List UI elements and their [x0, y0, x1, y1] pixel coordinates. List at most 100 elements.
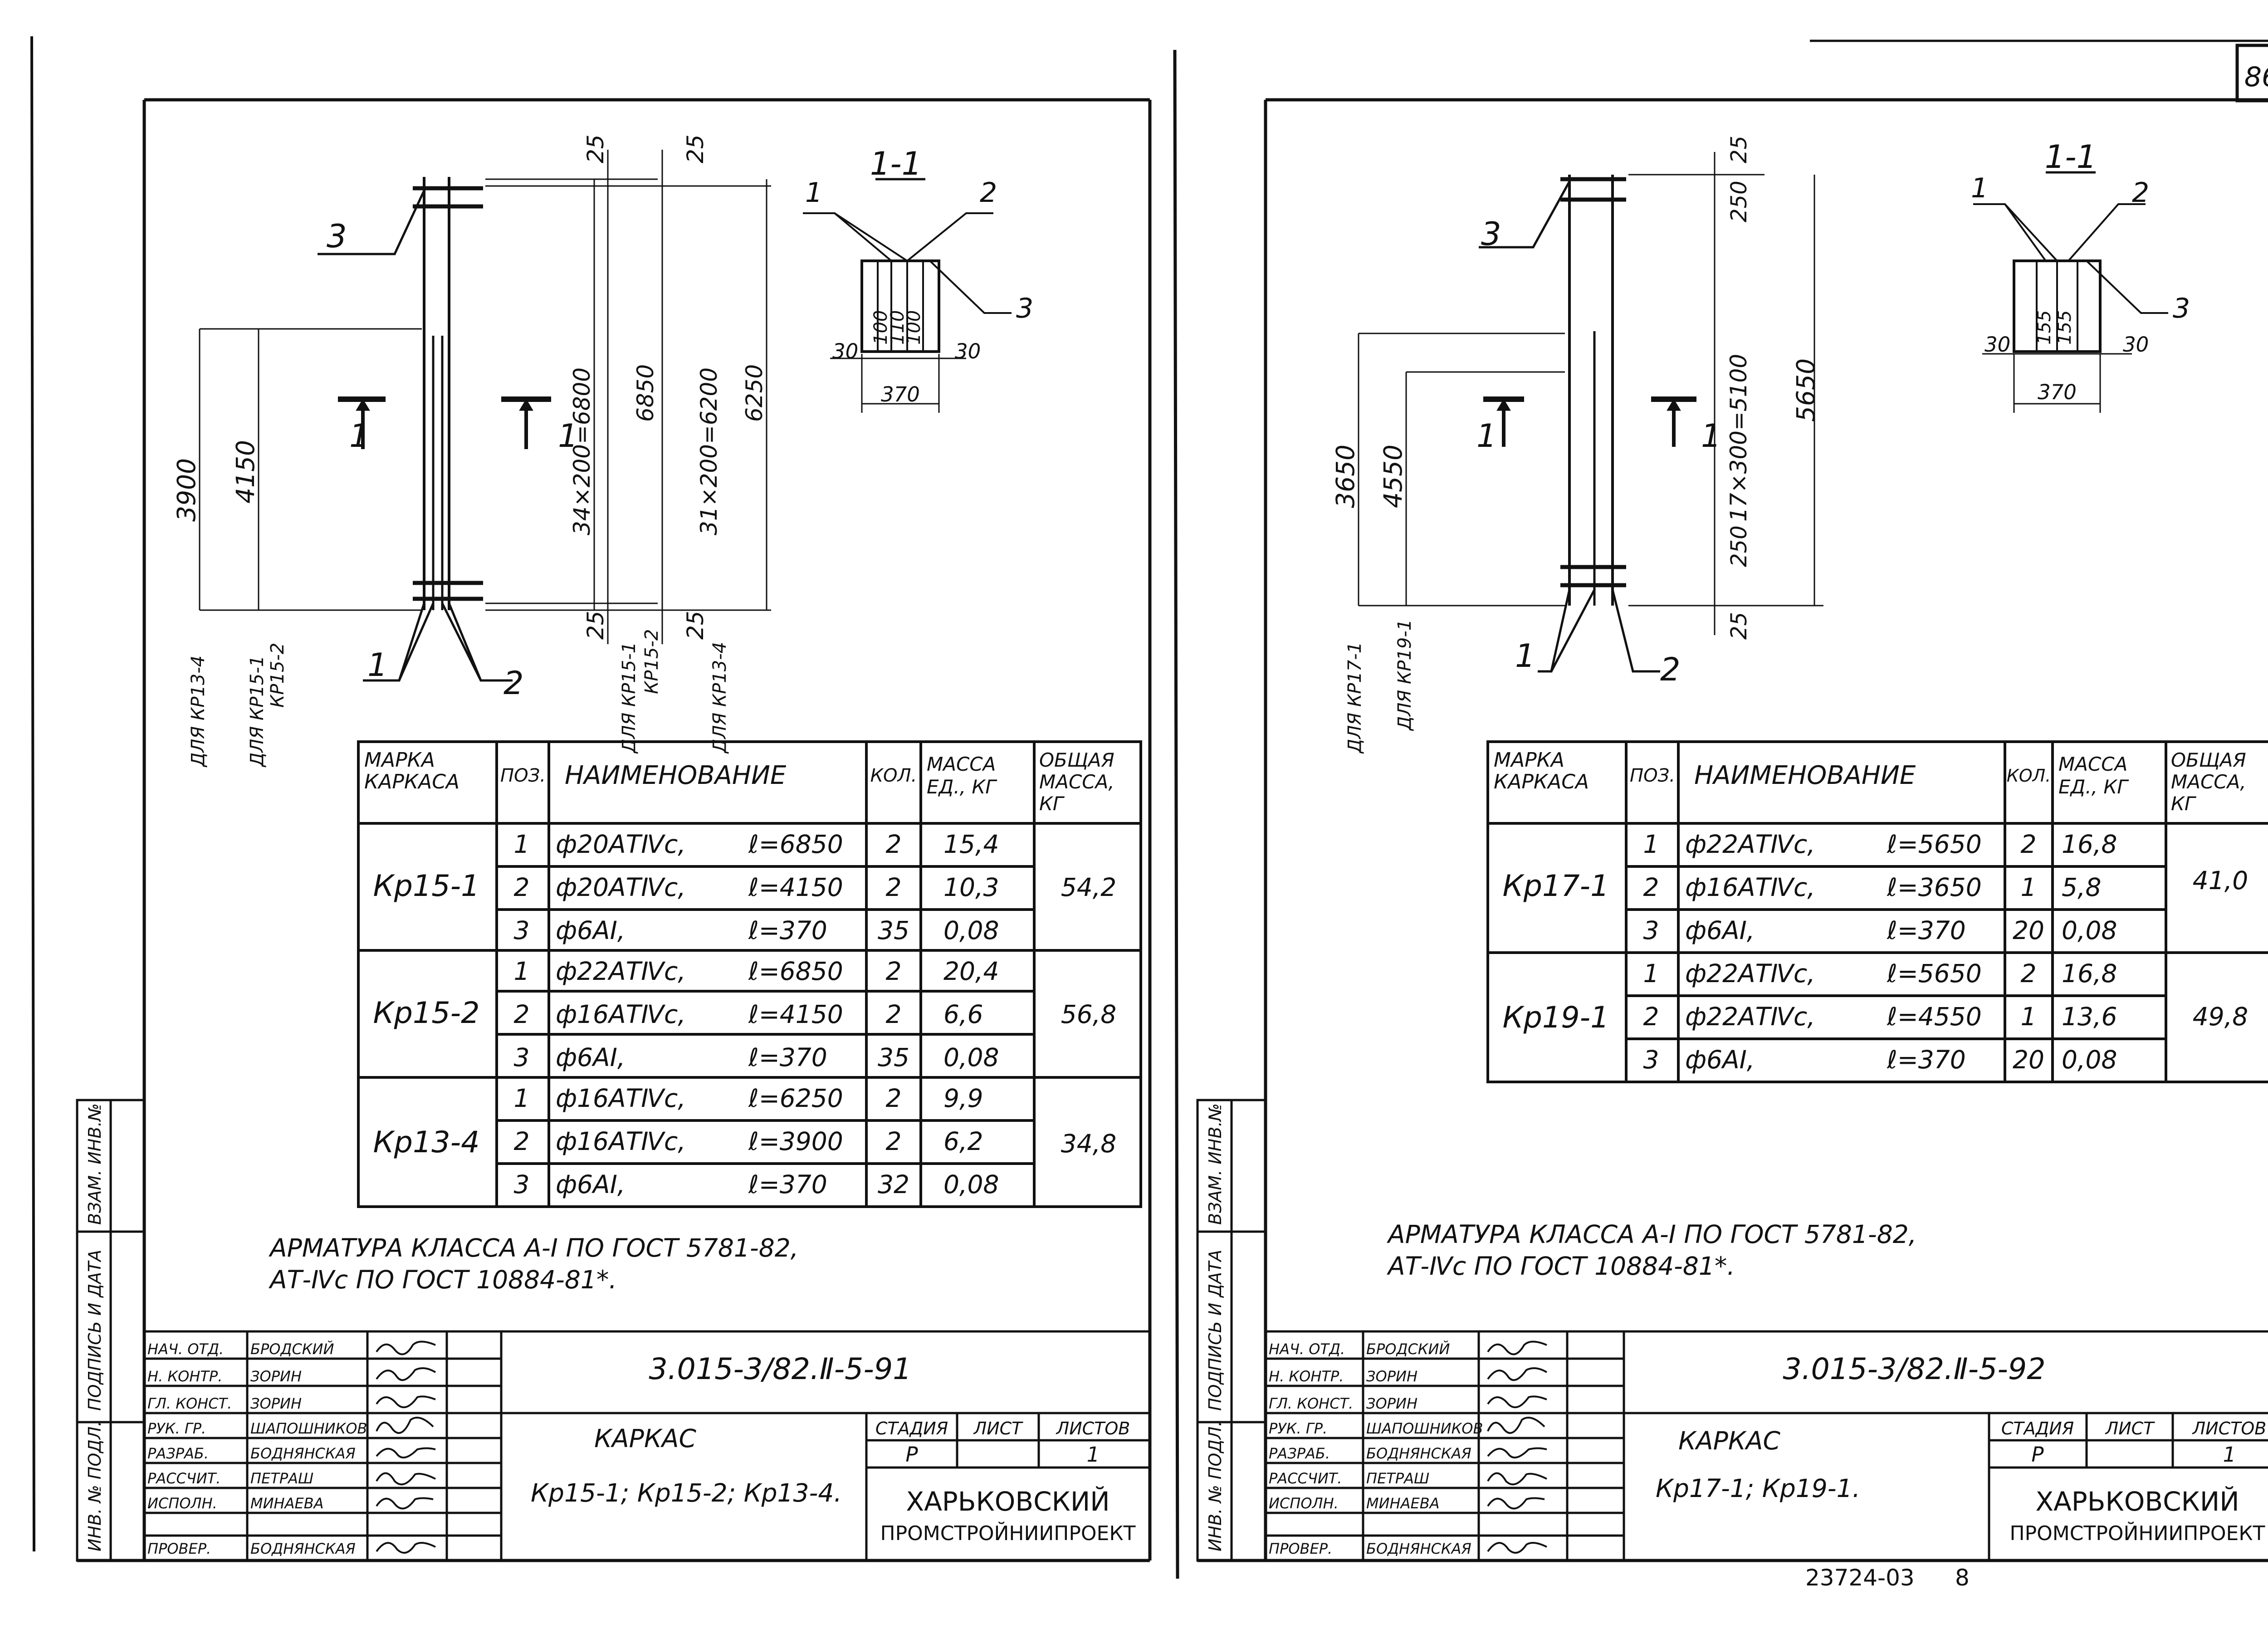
left-r2-qty-2: 2 [886, 1000, 902, 1029]
left-r3-total: 34,8 [1061, 1129, 1116, 1158]
left-stamp-stage: Р [905, 1443, 918, 1467]
right-dim-5650: 5650 [1791, 358, 1820, 422]
left-r1-len-2: ℓ=4150 [748, 873, 843, 902]
right-r1-mass-3: 0,08 [2062, 916, 2117, 945]
right-stamp-object: КАРКАС [1678, 1426, 1781, 1455]
left-dim-3900: 3900 [172, 458, 201, 522]
right-person-role-4: РУК. ГР. [1269, 1420, 1327, 1437]
right-r1-qty-3: 20 [2013, 916, 2044, 945]
right-r2-len-1: ℓ=5650 [1887, 959, 1982, 988]
left-side-label-4: ДЛЯ КР15-1 [619, 642, 640, 754]
left-r1-mass-1: 15,4 [943, 830, 999, 859]
right-r2-pos-2: 2 [1643, 1002, 1659, 1031]
left-header-name: НАИМЕНОВАНИЕ [565, 761, 786, 790]
right-person-name-6: ПЕТРАШ [1366, 1470, 1429, 1487]
right-r2-mass-1: 16,8 [2062, 959, 2117, 988]
left-person-role-2: Н. КОНТР. [147, 1368, 222, 1385]
right-stamp-org1: ХАРЬКОВСКИЙ [2035, 1486, 2239, 1517]
left-stamp-sheets: 1 [1087, 1443, 1100, 1467]
right-cut-label-a: 1 [1476, 417, 1497, 455]
left-r2-pos-1: 1 [514, 957, 530, 986]
right-person-role-7: ИСПОЛН. [1269, 1495, 1339, 1512]
right-r1-mass-1: 16,8 [2062, 830, 2117, 859]
right-person-role-8: ПРОВЕР. [1269, 1540, 1332, 1557]
right-r2-mass-3: 0,08 [2062, 1045, 2117, 1074]
left-section-dim-c1: 100 [870, 310, 891, 345]
left-r2-mass-3: 0,08 [943, 1043, 999, 1072]
right-r1-len-3: ℓ=370 [1887, 916, 1966, 945]
left-r1-pos-3: 3 [514, 916, 530, 945]
left-section-callout-3: 3 [1016, 293, 1033, 324]
left-side-label-5: КР15-2 [641, 629, 662, 694]
left-dim-pitch2: 31×200=6200 [696, 367, 722, 535]
left-stamp-sign: ПОДПИСЬ И ДАТА [85, 1250, 105, 1411]
left-person-name-7: МИНАЕВА [250, 1495, 324, 1512]
left-dim-bot-25a: 25 [582, 611, 609, 640]
right-r1-mass-2: 5,8 [2062, 873, 2101, 902]
left-stamp-org2: ПРОМСТРОЙНИИПРОЕКТ [880, 1521, 1136, 1545]
left-stamp-sheet-h: ЛИСТ [973, 1419, 1024, 1438]
left-r1-pos-1: 1 [514, 830, 530, 859]
left-header-qty: КОЛ. [870, 765, 917, 786]
right-person-name-3: ЗОРИН [1366, 1395, 1418, 1412]
left-section-dim-c2: 110 [887, 310, 908, 345]
left-r3-len-1: ℓ=6250 [748, 1084, 843, 1113]
right-section-dim-b: 30 [2123, 333, 2149, 357]
left-r3-name-2: ф16АТⅣс, [556, 1127, 686, 1156]
left-r3-name-3: ф6АⅠ, [556, 1170, 625, 1199]
right-header-qty: КОЛ. [2007, 766, 2051, 786]
right-cut-label-b: 1 [1701, 417, 1721, 455]
left-side-label-3: КР15-2 [267, 643, 288, 708]
right-person-name-7: МИНАЕВА [1366, 1495, 1440, 1512]
right-r2-name-1: ф22АТⅣс, [1685, 959, 1815, 988]
left-header-mark: МАРКА КАРКАСА [364, 749, 459, 793]
left-person-role-6: РАССЧИТ. [147, 1470, 220, 1487]
left-person-role-3: ГЛ. КОНСТ. [147, 1395, 232, 1412]
left-person-name-4: ШАПОШНИКОВ [250, 1420, 367, 1437]
left-r3-len-2: ℓ=3900 [748, 1127, 843, 1156]
left-r3-mass-1: 9,9 [943, 1084, 983, 1113]
left-mark-3: Кр13-4 [373, 1125, 480, 1159]
left-title-block-grid [144, 1330, 1150, 1561]
left-header-total-mass: ОБЩАЯ МАССА, КГ [1039, 749, 1114, 815]
left-dim-pitch: 34×200=6800 [569, 367, 595, 535]
right-dim-3650: 3650 [1331, 445, 1360, 508]
left-dim-top-25b: 25 [682, 134, 709, 163]
left-r2-pos-2: 2 [514, 1000, 530, 1029]
left-stamp-object: КАРКАС [594, 1424, 697, 1453]
right-stamp-code: 3.015-3/82.Ⅱ-5-92 [1783, 1352, 2045, 1386]
right-section-dim-width: 370 [2038, 380, 2077, 404]
right-mark-1: Кр17-1 [1503, 869, 1609, 903]
left-r1-name-3: ф6АⅠ, [556, 916, 625, 945]
right-r1-name-3: ф6АⅠ, [1685, 916, 1755, 945]
left-r3-len-3: ℓ=370 [748, 1170, 827, 1199]
left-elevation [199, 150, 771, 682]
right-stamp-inv: ИНВ. № ПОДЛ. [1205, 1421, 1225, 1551]
right-stamp-vzam: ВЗАМ. ИНВ.№ [1205, 1103, 1225, 1225]
left-r2-len-2: ℓ=4150 [748, 1000, 843, 1029]
right-dim-4550: 4550 [1378, 445, 1408, 508]
left-person-name-6: ПЕТРАШ [250, 1470, 313, 1487]
left-stamp-vzam: ВЗАМ. ИНВ.№ [85, 1103, 105, 1225]
left-dim-bot-25b: 25 [682, 611, 709, 640]
right-r1-name-2: ф16АТⅣс, [1685, 873, 1815, 902]
right-dim-250b: 250 [1726, 525, 1752, 567]
left-section-dim-c3: 100 [904, 310, 924, 345]
left-r1-name-1: ф20АТⅣс, [556, 830, 686, 859]
left-note-line2: АТ-Ⅳс ПО ГОСТ 10884-81*. [269, 1265, 617, 1294]
left-person-role-4: РУК. ГР. [147, 1420, 206, 1437]
left-stamp-people: НАЧ. ОТД. БРОДСКИЙ Н. КОНТР. ЗОРИН ГЛ. К… [147, 1340, 367, 1557]
left-person-name-5: БОДНЯНСКАЯ [250, 1445, 356, 1462]
right-r2-qty-2: 1 [2021, 1002, 2037, 1031]
left-section-dim-a: 30 [832, 339, 858, 363]
left-r2-len-1: ℓ=6850 [748, 957, 843, 986]
left-r3-name-1: ф16АТⅣс, [556, 1084, 686, 1113]
left-callout-2: 2 [503, 665, 524, 702]
left-dim-6850: 6850 [632, 364, 659, 422]
left-r2-mass-2: 6,6 [943, 1000, 983, 1029]
right-person-role-5: РАЗРАБ. [1269, 1445, 1330, 1462]
left-stamp-inv: ИНВ. № ПОДЛ. [85, 1421, 105, 1551]
bottom-code: 23724-03 [1805, 1565, 1915, 1591]
left-person-role-1: НАЧ. ОТД. [147, 1340, 224, 1358]
